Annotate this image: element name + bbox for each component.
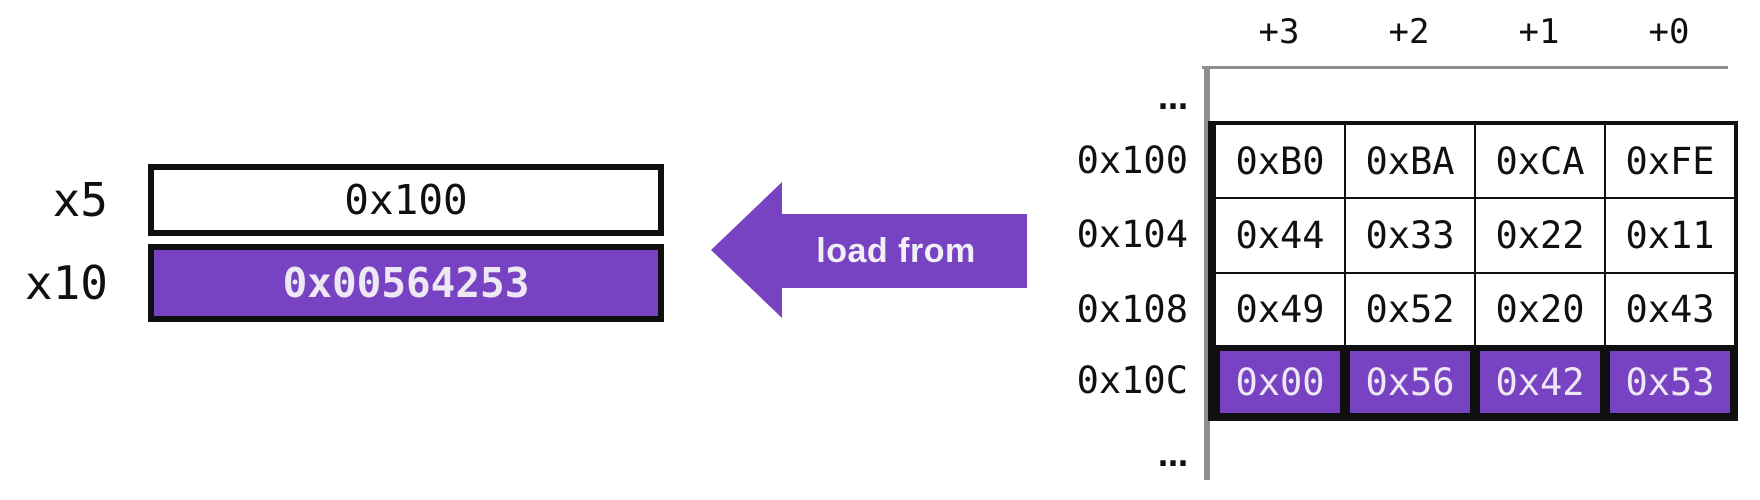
memory-byte-cell: 0xB0	[1215, 124, 1345, 198]
register-x10-box: 0x00564253	[148, 244, 664, 322]
memory-address-label: 0x10C	[1076, 359, 1188, 402]
memory-byte-cell: 0xCA	[1475, 124, 1605, 198]
memory-ellipsis-bottom: …	[1158, 439, 1188, 474]
memory-byte-cell-highlighted: 0x42	[1475, 346, 1605, 418]
memory-byte-cell: 0x49	[1215, 273, 1345, 346]
load-arrow-icon	[711, 182, 1027, 318]
memory-byte-cell: 0x52	[1345, 273, 1475, 346]
memory-byte-cell: 0x33	[1345, 198, 1475, 273]
memory-byte-cell: 0x22	[1475, 198, 1605, 273]
memory-column-header: +1	[1518, 12, 1560, 52]
memory-byte-cell-highlighted: 0x53	[1605, 346, 1735, 418]
memory-address-label: 0x100	[1076, 139, 1188, 182]
memory-byte-cell-highlighted: 0x00	[1215, 346, 1345, 418]
memory-column-headers: +3 +2 +1 +0	[1214, 12, 1734, 52]
memory-left-boundary-line	[1204, 66, 1210, 480]
memory-address-label: 0x108	[1076, 288, 1188, 331]
register-x5-value: 0x100	[344, 176, 468, 224]
memory-column-header: +3	[1258, 12, 1300, 52]
memory-byte-cell: 0xBA	[1345, 124, 1475, 198]
register-x5-label: x5	[52, 173, 108, 227]
register-x10-value: 0x00564253	[282, 259, 530, 307]
load-arrow-label: load from	[816, 231, 976, 270]
memory-ellipsis-top: …	[1158, 82, 1188, 117]
memory-grid: 0xB0 0xBA 0xCA 0xFE 0x44 0x33 0x22 0x11 …	[1208, 121, 1738, 421]
memory-byte-cell: 0x44	[1215, 198, 1345, 273]
memory-column-header: +0	[1648, 12, 1690, 52]
register-x5-box: 0x100	[148, 164, 664, 236]
memory-byte-cell: 0x43	[1605, 273, 1735, 346]
memory-byte-cell-highlighted: 0x56	[1345, 346, 1475, 418]
memory-address-label: 0x104	[1076, 213, 1188, 256]
memory-byte-cell: 0x11	[1605, 198, 1735, 273]
memory-byte-cell: 0x20	[1475, 273, 1605, 346]
memory-top-boundary-line	[1202, 66, 1728, 69]
register-x10-label: x10	[24, 256, 108, 310]
memory-byte-cell: 0xFE	[1605, 124, 1735, 198]
memory-column-header: +2	[1388, 12, 1430, 52]
